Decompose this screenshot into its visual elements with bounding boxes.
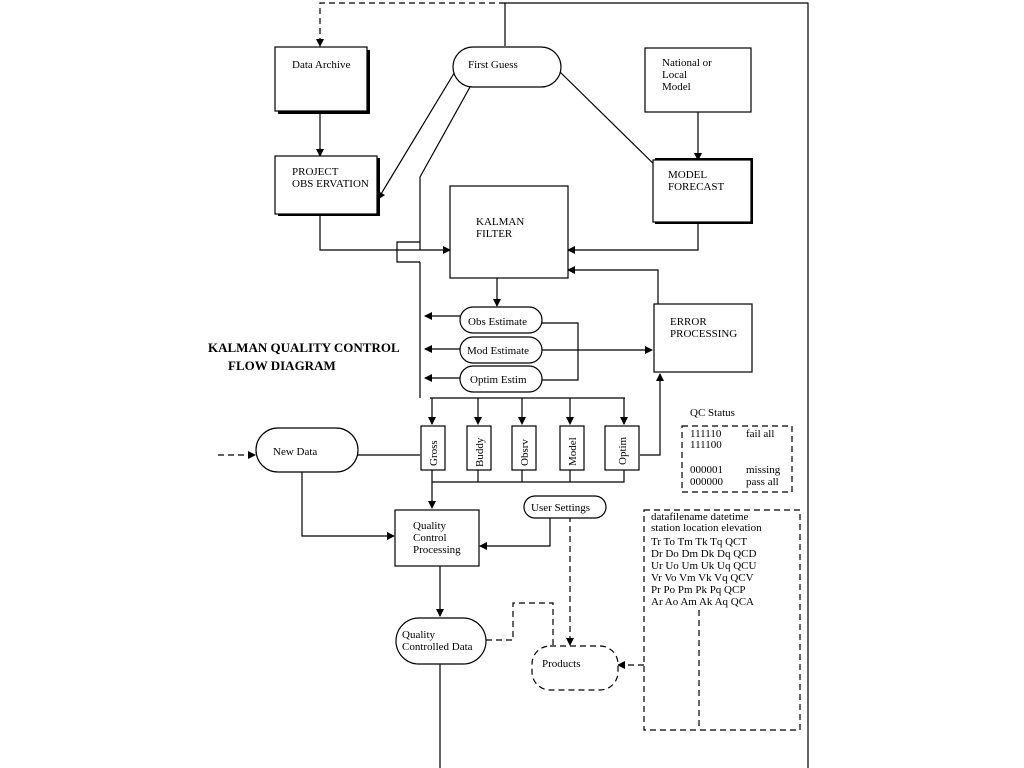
project-observation-label-2: OBS ERVATION [292, 178, 369, 190]
model-forecast-box: MODEL FORECAST [652, 158, 753, 224]
qc-processing-label-2: Control [413, 532, 447, 544]
first-guess-node: First Guess [452, 46, 562, 88]
qc-status-meaning-1: fail all [746, 428, 774, 440]
qc-data-label-1: Quality [402, 629, 435, 641]
obs-estimate-label: Obs Estimate [468, 316, 527, 328]
mod-estimate-label: Mod Estimate [467, 345, 529, 357]
new-data-node: New Data [255, 427, 359, 473]
qc-processing-label-3: Processing [413, 544, 461, 556]
qc-processing-label-1: Quality [413, 520, 446, 532]
check-optim-box: Optim [604, 425, 640, 471]
data-file-row: Pr Po Pm Pk Pq QCP [651, 584, 745, 596]
check-obsrv-box: Obsrv [511, 425, 537, 471]
title-line-2: FLOW DIAGRAM [228, 358, 336, 373]
data-file-row: Tr To Tm Tk Tq QCT [651, 536, 747, 548]
data-file-row: Ur Uo Um Uk Uq QCU [651, 560, 756, 572]
check-gross-box: Gross [420, 425, 446, 471]
qc-status-label: QC Status [690, 407, 735, 419]
mod-estimate-node: Mod Estimate [459, 336, 543, 364]
kalman-filter-box: KALMAN FILTER [449, 185, 569, 279]
national-model-label-1: National or [662, 57, 712, 69]
qc-status-code-1: 111110 [690, 428, 722, 440]
optim-estim-label: Optim Estim [470, 374, 527, 386]
data-archive-box: Data Archive [274, 46, 370, 114]
kalman-filter-label-1: KALMAN [476, 216, 524, 228]
products-label: Products [542, 658, 581, 670]
quality-controlled-data-node: Quality Controlled Data [395, 617, 487, 665]
first-guess-label: First Guess [468, 59, 518, 71]
project-observation-box: PROJECT OBS ERVATION [274, 155, 380, 216]
qc-status-code-3: 000001 [690, 464, 723, 476]
title-line-1: KALMAN QUALITY CONTROL [208, 340, 400, 355]
products-node: Products [531, 645, 619, 691]
data-file-header-2: station location elevation [651, 522, 762, 534]
data-file-row: Ar Ao Am Ak Aq QCA [651, 596, 754, 608]
check-obsrv-label: Obsrv [519, 439, 531, 466]
qc-status-code-4: 000000 [690, 476, 724, 488]
national-model-label-3: Model [662, 81, 691, 93]
new-data-label: New Data [273, 446, 317, 458]
data-file-row: Dr Do Dm Dk Dq QCD [651, 548, 756, 560]
model-forecast-label-2: FORECAST [668, 181, 725, 193]
check-gross-label: Gross [428, 440, 440, 466]
diagram-title: KALMAN QUALITY CONTROL FLOW DIAGRAM [208, 340, 400, 373]
qc-status-meaning-4: pass all [746, 476, 779, 488]
check-model-box: Model [559, 425, 585, 471]
project-observation-label-1: PROJECT [292, 166, 339, 178]
obs-estimate-node: Obs Estimate [459, 306, 543, 334]
user-settings-node: User Settings [523, 495, 607, 519]
kalman-filter-label-2: FILTER [476, 228, 513, 240]
qc-status-meaning-3: missing [746, 464, 781, 476]
qc-status-code-2: 111100 [690, 439, 722, 451]
user-settings-label: User Settings [531, 502, 590, 514]
qc-data-label-2: Controlled Data [402, 641, 473, 653]
data-file-panel: datafilename datetime station location e… [643, 509, 801, 731]
quality-control-processing-box: Quality Control Processing [394, 509, 480, 567]
check-buddy-label: Buddy [474, 437, 486, 467]
check-model-label: Model [567, 437, 579, 466]
optim-estim-node: Optim Estim [459, 365, 543, 393]
data-archive-label: Data Archive [292, 59, 350, 71]
national-model-label-2: Local [662, 69, 687, 81]
national-model-box: National or Local Model [644, 47, 752, 113]
error-processing-label-1: ERROR [670, 316, 707, 328]
model-forecast-label-1: MODEL [668, 169, 707, 181]
data-file-header-1: datafilename datetime [651, 511, 749, 523]
data-file-row: Vr Vo Vm Vk Vq QCV [651, 572, 754, 584]
qc-status-panel: QC Status 111110 fail all 111100 000001 … [681, 407, 793, 493]
check-optim-label: Optim [617, 436, 629, 465]
error-processing-label-2: PROCESSING [670, 328, 737, 340]
error-processing-box: ERROR PROCESSING [653, 303, 753, 373]
check-buddy-box: Buddy [466, 425, 492, 471]
